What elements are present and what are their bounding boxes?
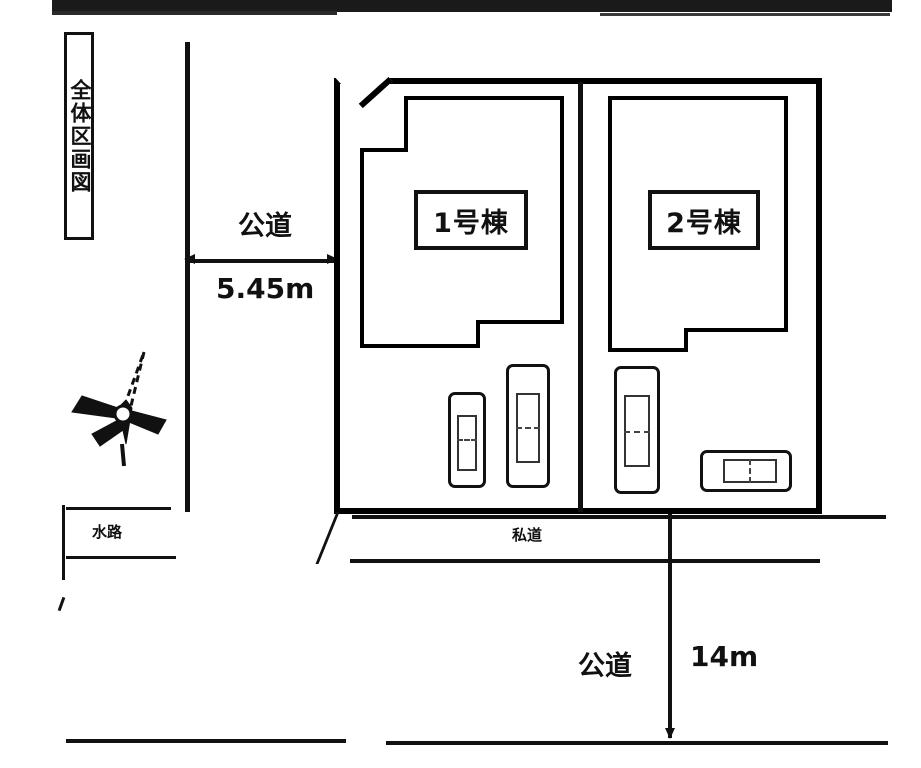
- arrow-left-icon: [184, 254, 195, 264]
- building-1-label: 1号棟: [414, 190, 528, 250]
- south-road-label: 公道: [578, 651, 632, 682]
- building-1-label-text: 1号棟: [433, 207, 509, 239]
- scan-artifact-top-band-left: [52, 11, 337, 15]
- building-2-label-text: 2号棟: [666, 207, 742, 239]
- plan-title-box: 全体区画図: [64, 32, 94, 240]
- west-road-width-value: 5.45m: [216, 272, 315, 305]
- b2-edge-bottom-right: [684, 328, 788, 332]
- b1-edge-step-vert: [476, 320, 480, 348]
- arrow-down-icon: [665, 728, 675, 739]
- b1-edge-right: [560, 96, 564, 324]
- b2-edge-bottom-left: [608, 348, 688, 352]
- b1-edge-bottom-left: [360, 344, 480, 348]
- arrow-right-icon: [327, 254, 338, 264]
- west-road-width-dimension-line: [186, 259, 336, 263]
- b2-edge-left: [608, 96, 612, 352]
- west-road-label: 公道: [238, 211, 292, 242]
- b2-edge-top: [608, 96, 788, 100]
- boundary-tick-lower-left: [57, 596, 66, 612]
- car-top-view-icon: [614, 366, 660, 494]
- waterway-top-edge: [66, 507, 171, 510]
- car-top-view-icon: [506, 364, 550, 488]
- west-road-right-edge: [185, 42, 190, 512]
- private-road-west-taper: [315, 512, 376, 564]
- south-road-width-value: 14m: [690, 640, 759, 673]
- private-road-label: 私道: [512, 526, 543, 544]
- b1-edge-notch-bottom: [360, 148, 408, 152]
- scan-artifact-top-band: [52, 0, 892, 12]
- b1-edge-bottom-right: [476, 320, 564, 324]
- scan-artifact-top-band-right: [600, 13, 890, 16]
- south-road-label-separator: [668, 626, 672, 688]
- car-top-view-icon: [700, 450, 792, 492]
- b2-edge-right: [784, 96, 788, 332]
- car-top-view-icon: [448, 392, 486, 488]
- compass-rose-north-icon: [71, 351, 167, 467]
- private-road-bottom-edge: [350, 559, 820, 563]
- site-east-south-edge: [820, 515, 886, 519]
- lot-divider-line: [578, 82, 583, 512]
- page-title: 全体区画図: [68, 78, 91, 194]
- south-road-far-edge-west: [66, 739, 346, 743]
- b1-edge-notch-left: [404, 96, 408, 152]
- waterway-label: 水路: [92, 523, 123, 541]
- waterway-bottom-edge: [66, 556, 176, 559]
- b1-edge-top-right: [404, 96, 564, 100]
- south-road-far-edge-east: [386, 741, 888, 745]
- private-road-top-edge: [352, 515, 822, 519]
- west-road-left-edge-lower: [62, 505, 65, 580]
- b1-edge-left: [360, 148, 364, 348]
- b2-edge-step-vert: [684, 328, 688, 352]
- building-2-label: 2号棟: [648, 190, 760, 250]
